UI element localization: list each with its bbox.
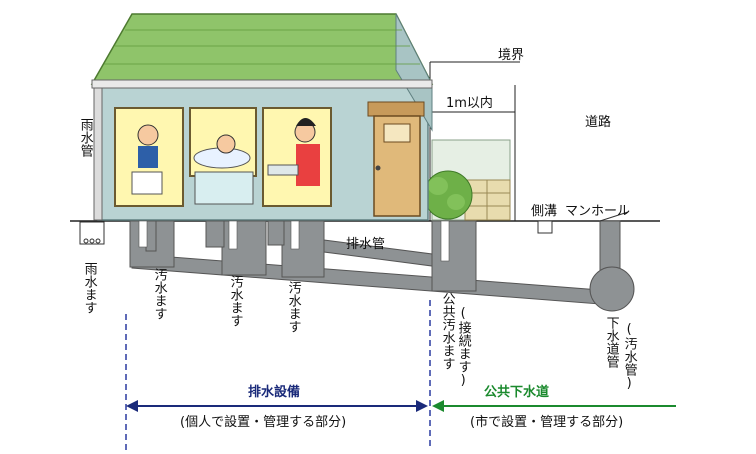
private-arrow-head-right bbox=[416, 400, 428, 412]
drain-pipe-system bbox=[129, 220, 635, 312]
sewer-pipe-label: 下水道管 bbox=[603, 316, 619, 368]
window-kitchen bbox=[262, 107, 332, 207]
shrub bbox=[423, 170, 473, 220]
public-basin-note: (接続ます) bbox=[455, 306, 471, 388]
public-section-title: 公共下水道 bbox=[484, 385, 550, 400]
private-section-note: (個人で設置・管理する部分) bbox=[180, 415, 347, 430]
roof-gable bbox=[395, 13, 433, 132]
rain-basin-box bbox=[79, 221, 105, 245]
sewer-pipe-note: (汚水管) bbox=[621, 322, 637, 391]
side-ditch-label: 側溝 bbox=[531, 204, 558, 219]
private-arrow-head-left bbox=[126, 400, 138, 412]
sewage-basin-label-1: 汚水ます bbox=[151, 268, 167, 320]
manhole-leader bbox=[599, 211, 629, 222]
road-label: 道路 bbox=[585, 115, 612, 130]
house-roof bbox=[90, 13, 434, 85]
sewage-basin-label-3: 汚水ます bbox=[285, 281, 301, 333]
sewage-basin-label-2: 汚水ます bbox=[227, 275, 243, 327]
distance-label: 1m以内 bbox=[446, 96, 493, 111]
rain-basin-label: 雨水ます bbox=[81, 262, 97, 314]
eaves bbox=[91, 79, 433, 89]
public-basin-label: 公共汚水ます bbox=[439, 292, 455, 370]
door bbox=[367, 101, 425, 217]
manhole-label: マンホール bbox=[565, 204, 631, 219]
window-toilet bbox=[114, 107, 184, 207]
side-ditch-box bbox=[537, 220, 553, 234]
rain-pipe-label: 雨水管 bbox=[77, 118, 93, 157]
public-arrow-head-left bbox=[432, 400, 444, 412]
drain-pipe-label: 排水管 bbox=[346, 237, 386, 252]
private-section-title: 排水設備 bbox=[248, 385, 301, 400]
downspout bbox=[93, 87, 103, 221]
window-bath bbox=[189, 107, 257, 205]
boundary-label: 境界 bbox=[498, 48, 525, 63]
public-section-note: (市で設置・管理する部分) bbox=[470, 415, 624, 430]
